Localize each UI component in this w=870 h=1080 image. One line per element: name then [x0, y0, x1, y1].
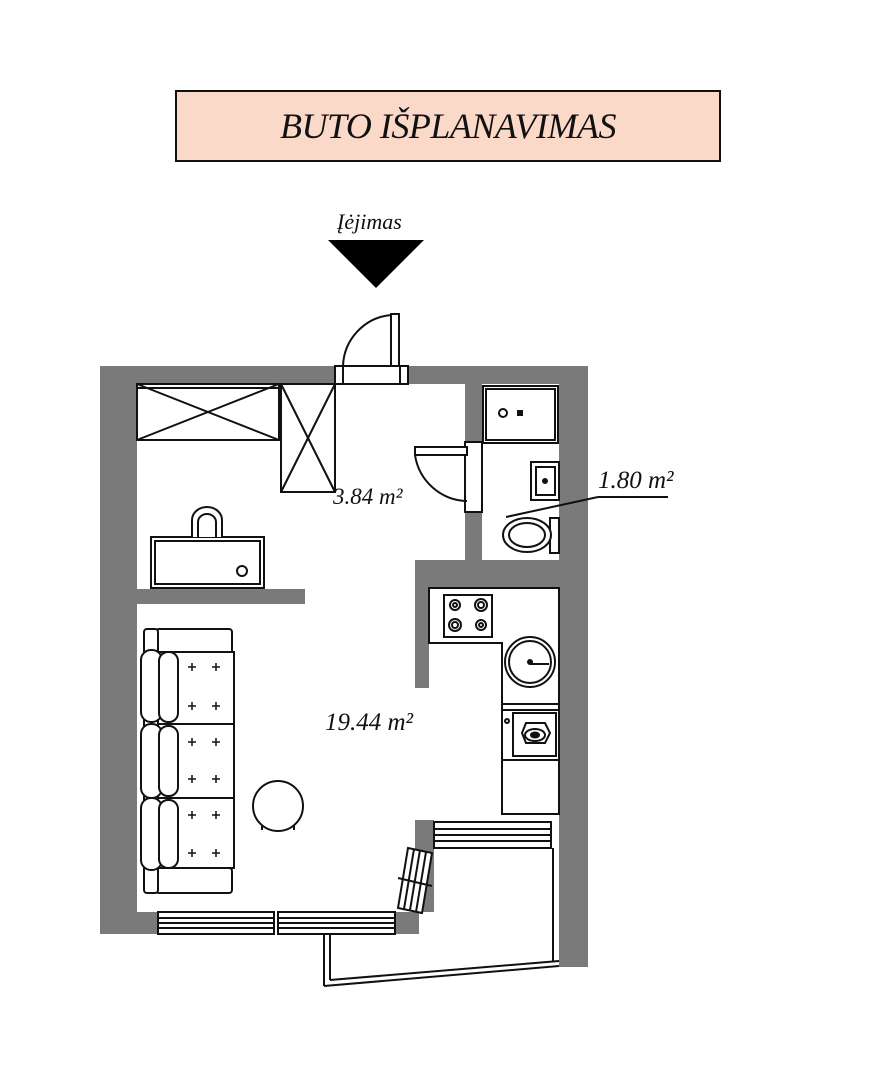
sofa-buttons: [188, 663, 220, 857]
sofa-icon: [140, 628, 235, 894]
door-icon: [334, 313, 409, 385]
shower-icon: [482, 385, 559, 444]
cooktop-icon: [443, 594, 493, 638]
bathroom-door: [414, 441, 483, 513]
window-icon: [157, 911, 396, 935]
hall-area-label: 3.84 m²: [333, 484, 403, 509]
walls: [100, 366, 588, 967]
balcony-door: [396, 846, 434, 915]
kitchen-window: [433, 821, 552, 849]
title-box: BUTO IŠPLANAVIMAS: [175, 90, 721, 162]
wardrobe-icon: [136, 383, 336, 493]
sink-icon: [530, 461, 560, 501]
bathroom-leader-line: [505, 496, 599, 518]
living-area-label: 19.44 m²: [325, 709, 414, 736]
entrance-label: Įėjimas: [337, 209, 402, 234]
entrance-arrow-icon: [328, 240, 424, 288]
toilet-icon: [502, 517, 560, 554]
balcony: [323, 848, 560, 987]
plan-title: BUTO IŠPLANAVIMAS: [279, 106, 617, 146]
table-icon: [252, 780, 304, 832]
washing-machine-icon: [504, 712, 557, 757]
vanity-sink: [150, 506, 265, 589]
kitchen-sink-icon: [504, 636, 556, 688]
bathroom-area-label: 1.80 m²: [598, 467, 674, 494]
